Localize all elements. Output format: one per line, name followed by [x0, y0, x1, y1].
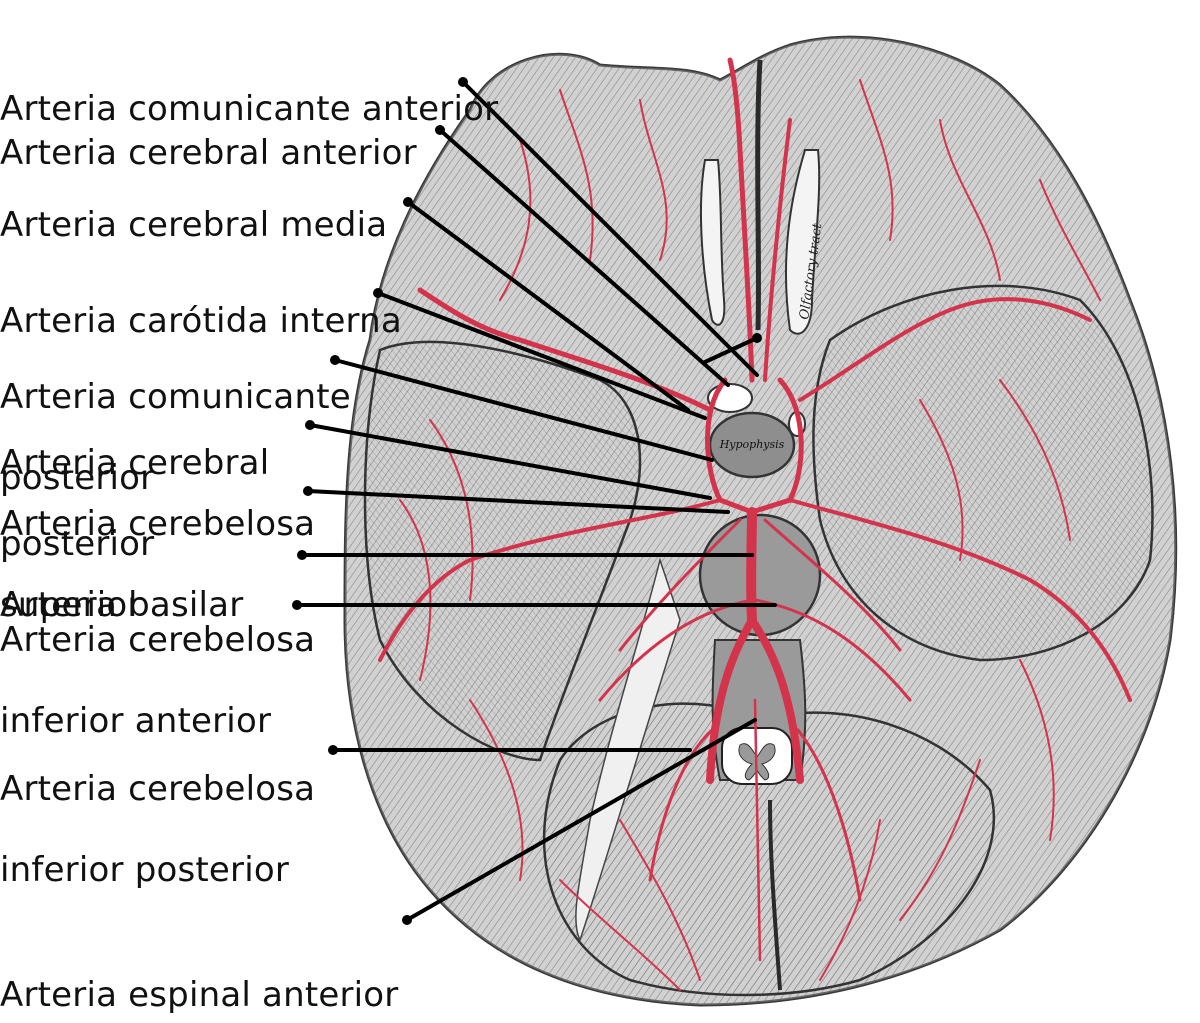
label-line: Arteria cerebelosa [0, 504, 316, 544]
cerebellum-fissure [768, 799, 782, 991]
label-line: Arteria carótida interna [0, 301, 402, 341]
dot-cerebral-media [403, 197, 413, 207]
leader-dots [292, 77, 762, 925]
pica [648, 728, 862, 902]
label-cerebelosa-inferior-posterior: Arteria cerebelosa inferior posterior [0, 722, 315, 938]
dot-cerebral-posterior [305, 420, 315, 430]
leader-comunicante-anterior [461, 80, 759, 377]
dot-basilar [297, 550, 307, 560]
label-comunicante-posterior: Arteria comunicante posterior [0, 330, 351, 546]
label-line: Arteria cerebral [0, 443, 270, 483]
label-cerebral-anterior: Arteria cerebral anterior [0, 86, 417, 221]
label-cerebral-posterior: Arteria cerebral posterior [0, 396, 269, 612]
label-carotida-interna: Arteria carótida interna [0, 254, 402, 389]
label-basilar: Arteria basilar [0, 538, 243, 673]
label-line: inferior anterior [0, 701, 272, 741]
dot-comunicante-anterior-b [752, 333, 762, 343]
label-line: Arteria cerebral media [0, 205, 388, 245]
dot-comunicante-posterior [330, 355, 340, 365]
label-line: Arteria basilar [0, 585, 244, 625]
leader-cerebelosa-superior [306, 489, 730, 514]
leader-cerebral-posterior [308, 423, 712, 500]
olfactory-tract-left [699, 159, 726, 326]
dot-cerebelosa-inferior-anterior [292, 600, 302, 610]
label-cerebelosa-superior: Arteria cerebelosa superior [0, 457, 315, 673]
temporal-lobe-right [812, 284, 1154, 662]
label-line: Arteria cerebelosa [0, 769, 316, 809]
leader-lines [295, 80, 777, 922]
leader-comunicante-posterior [333, 358, 714, 462]
dot-cerebral-anterior [435, 125, 445, 135]
cortical-branches [399, 79, 1101, 991]
olfactory-tract-right [784, 149, 821, 335]
label-cerebelosa-inferior-anterior: Arteria cerebelosa inferior anterior [0, 573, 315, 789]
dot-carotida-interna [373, 288, 383, 298]
label-line: posterior [0, 524, 155, 564]
label-line: Arteria cerebral anterior [0, 133, 417, 173]
dot-espinal-anterior [402, 915, 412, 925]
label-espinal-anterior: Arteria espinal anterior [0, 928, 399, 1023]
anterior-cerebral-right [763, 118, 792, 382]
label-line: inferior posterior [0, 850, 290, 890]
anterior-spinal [753, 698, 762, 962]
anterior-cerebral [727, 57, 755, 383]
vertebral-artery-left [706, 616, 756, 784]
pons [698, 513, 822, 637]
hypophysis-engraving: Hypophysis [719, 438, 785, 451]
basilar-artery [746, 507, 757, 625]
label-line: Arteria espinal anterior [0, 975, 399, 1015]
leader-carotida-interna [376, 291, 707, 420]
label-cerebral-media: Arteria cerebral media [0, 158, 387, 293]
label-line: superior [0, 585, 142, 625]
dot-comunicante-anterior [458, 77, 468, 87]
posterior-cerebral-right [788, 498, 1132, 702]
posterior-cerebral-left [378, 498, 722, 662]
arteries [378, 57, 1132, 991]
label-line: Arteria comunicante [0, 377, 351, 417]
circle-willis [705, 377, 804, 515]
leader-cerebral-anterior [438, 128, 730, 387]
label-line: posterior [0, 458, 155, 498]
vertebral-artery-right [748, 616, 804, 784]
leader-comunicante-anterior-b [703, 336, 759, 364]
label-comunicante-anterior: Arteria comunicante anterior [0, 42, 498, 177]
dot-cerebelosa-superior [303, 486, 313, 496]
label-line: Arteria comunicante anterior [0, 89, 499, 129]
leader-espinal-anterior [405, 718, 757, 922]
label-line: Arteria cerebelosa [0, 620, 316, 660]
dot-cerebelosa-inferior-posterior [328, 745, 338, 755]
leader-cerebral-media [406, 200, 690, 412]
middle-cerebral-right [798, 297, 1092, 402]
longitudinal-fissure [755, 59, 763, 331]
superior-cerebellar [618, 518, 902, 652]
